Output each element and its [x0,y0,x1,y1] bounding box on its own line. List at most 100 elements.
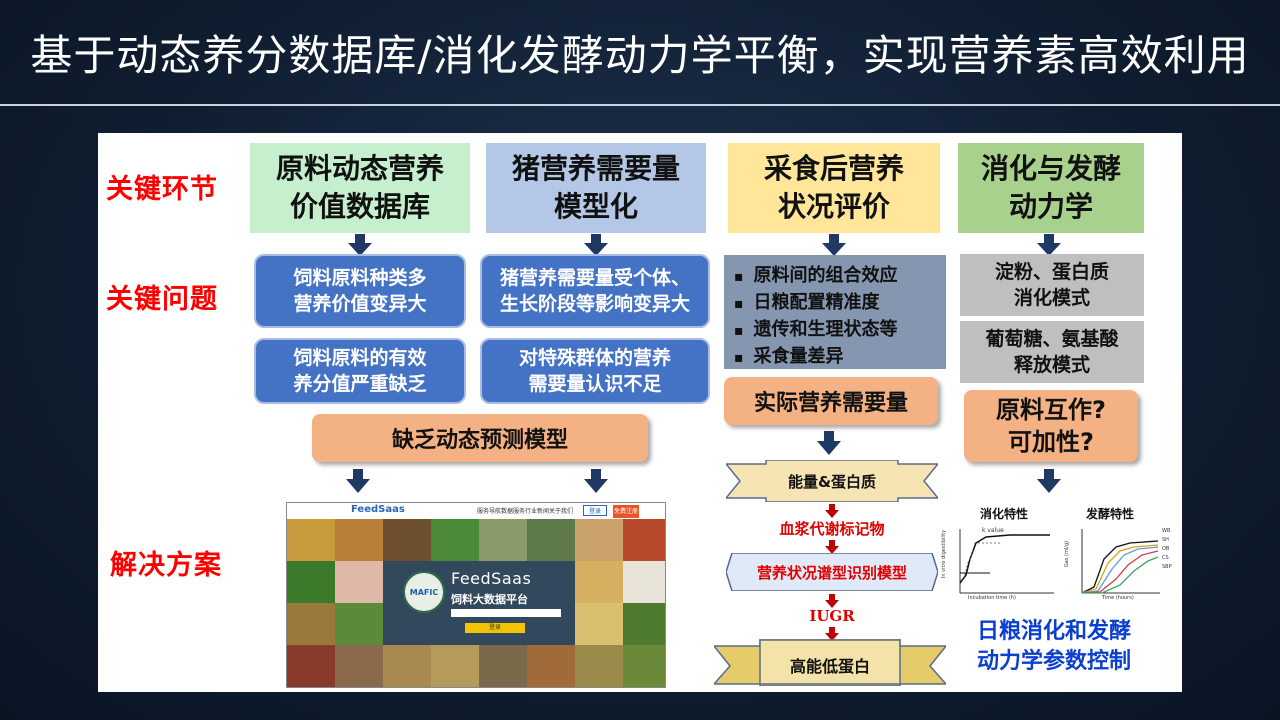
platform-register-button[interactable]: 免费注册 [613,505,639,518]
problem-line: 养分值严重缺乏 [293,373,427,395]
fermentation-chart: 发酵特性 WB SH OB CS SBP Time (hours) Gas (m… [1060,499,1180,611]
problem-line: 营养价值变异大 [293,293,427,315]
down-arrow-icon [817,431,841,459]
plasma-marker-label: 血浆代谢标记物 [779,520,885,538]
grey-line: 淀粉、蛋白质 [994,261,1109,283]
ribbon-label: 营养状况谱型识别模型 [756,564,907,582]
chart-ylabel: In vitro digestibility [941,529,948,579]
actual-requirement-box: 实际营养需要量 [724,377,938,425]
ribbon-high-energy-low-protein: 高能低蛋白 [712,638,948,687]
legend-item: CS [1162,555,1169,561]
feed-tile [287,645,335,687]
platform-nav-item[interactable]: 服务导航 [477,508,502,515]
factor-item: 采食量差异 [734,344,936,371]
factor-item: 遗传和生理状态等 [734,317,936,344]
feed-image-grid: MAFIC FeedSaas 饲料大数据平台 登录 [287,519,665,687]
platform-nav-item[interactable]: 行业新闻 [525,508,550,515]
caption-line: 日粮消化和发酵 [976,619,1131,644]
chart-xlabel: Incubation time (h) [968,595,1016,601]
feed-tile [623,561,665,603]
feed-tile [479,519,527,561]
release-mode-box: 葡萄糖、氨基酸释放模式 [960,321,1144,383]
problem-box: 饲料原料的有效养分值严重缺乏 [254,338,466,404]
feed-tile [527,645,575,687]
column-header-database: 原料动态营养价值数据库 [250,143,470,233]
feed-tile [335,561,383,603]
down-arrow-icon [1037,234,1061,260]
down-arrow-icon [346,469,370,497]
factor-list: 原料间的组合效应 日粮配置精准度 遗传和生理状态等 采食量差异 [724,255,946,369]
chart-annotation: k value [982,527,1004,534]
mafic-seal-logo: MAFIC [403,571,445,613]
platform-nav-item[interactable]: 数据服务 [501,508,526,515]
ribbon-energy-protein: 能量&蛋白质 [724,459,940,503]
row-label-solution: 解决方案 [110,550,222,581]
chart-title: 发酵特性 [1086,507,1135,521]
header-line: 采食后营养 [763,152,904,185]
content-panel: 关键环节 关键问题 解决方案 原料动态营养价值数据库 猪营养需要量模型化 采食后… [98,133,1182,692]
down-arrow-icon [584,234,608,260]
down-arrow-icon [825,503,839,522]
problem-box: 饲料原料种类多营养价值变异大 [254,254,466,328]
question-line: 原料互作? [996,396,1106,424]
platform-nav-item[interactable]: 关于我们 [549,508,574,515]
factor-item: 日粮配置精准度 [734,290,936,317]
problem-line: 猪营养需要量受个体、 [499,267,690,289]
row-label-key-problem: 关键问题 [106,284,218,315]
feed-tile [431,519,479,561]
interaction-question-box: 原料互作?可加性? [964,390,1138,462]
down-arrow-icon [348,234,372,260]
chart-title: 消化特性 [980,507,1029,521]
header-line: 模型化 [553,190,638,223]
chart-legend: WB SH OB CS SBP [1162,527,1172,572]
down-arrow-icon [825,626,839,645]
platform-login-button[interactable]: 登录 [583,505,607,516]
problem-line: 对特殊群体的营养 [518,347,671,369]
digestion-mode-box: 淀粉、蛋白质消化模式 [960,254,1144,316]
platform-login-submit[interactable]: 登录 [465,623,525,633]
feed-tile [287,561,335,603]
feed-tile [575,519,623,561]
column-header-requirement-model: 猪营养需要量模型化 [486,143,706,233]
platform-login-panel: MAFIC FeedSaas 饲料大数据平台 登录 [383,561,575,645]
kinetics-control-caption: 日粮消化和发酵 动力学参数控制 [960,617,1148,677]
problem-line: 需要量认识不足 [528,373,662,395]
ribbon-label: 能量&蛋白质 [787,473,877,491]
platform-brand: FeedSaas [451,569,532,588]
feed-tile [575,603,623,645]
feed-tile [527,519,575,561]
feed-tile [335,603,383,645]
feed-tile [383,645,431,687]
title-divider [0,104,1280,106]
problem-line: 生长阶段等影响变异大 [499,293,690,315]
platform-nav-bar: FeedSaas 服务导航 数据服务 行业新闻 关于我们 登录 免费注册 [287,503,665,519]
problem-line: 饲料原料的有效 [293,347,427,369]
seal-text: MAFIC [409,587,439,597]
column-header-nutrition-evaluation: 采食后营养状况评价 [728,143,940,233]
ribbon-label: 高能低蛋白 [789,657,870,676]
lack-model-box: 缺乏动态预测模型 [312,414,648,462]
header-line: 状况评价 [777,190,890,223]
feed-tile [431,645,479,687]
grey-line: 消化模式 [1013,287,1090,309]
feed-tile [335,519,383,561]
header-line: 价值数据库 [289,190,430,223]
down-arrow-icon [584,469,608,497]
legend-item: SBP [1162,564,1172,570]
ribbon-profile-model: 营养状况谱型识别模型 [725,552,939,592]
down-arrow-icon [822,234,846,260]
column-header-kinetics: 消化与发酵动力学 [958,143,1144,233]
caption-line: 动力学参数控制 [976,649,1131,674]
legend-item: SH [1162,537,1169,543]
problem-box: 猪营养需要量受个体、生长阶段等影响变异大 [480,254,710,328]
platform-brand-logo: FeedSaas [351,504,405,515]
platform-search-input[interactable] [451,609,561,617]
legend-item: OB [1162,546,1170,552]
digestion-chart: 消化特性 k value Incubation time (h) In vitr… [940,499,1058,611]
slide-title: 基于动态养分数据库/消化发酵动力学平衡，实现营养素高效利用 [30,30,1250,80]
chart-xlabel: Time (hours) [1102,595,1134,601]
grey-line: 释放模式 [1013,354,1090,376]
down-arrow-icon [825,539,839,558]
down-arrow-icon [1037,469,1061,497]
feed-tile [479,645,527,687]
